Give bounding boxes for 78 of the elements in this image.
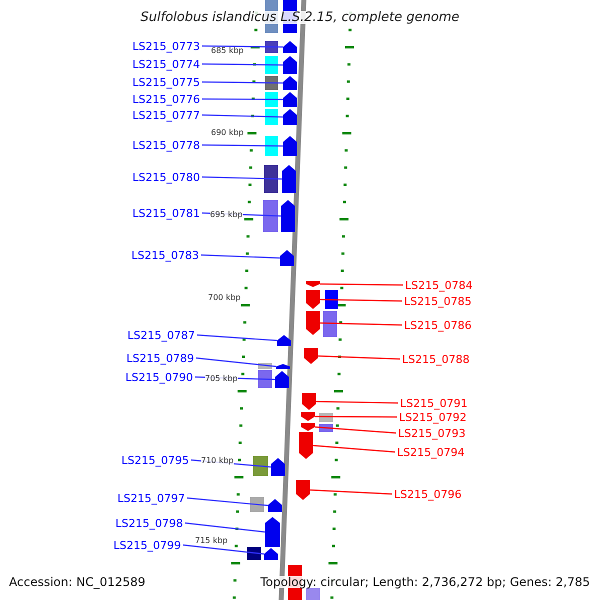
leader-line (202, 45, 283, 48)
footer-text: Topology: circular; Length: 2,736,272 bp; Genes: 2,785 (260, 576, 590, 588)
gene-label: LS215_0777 (132, 110, 200, 120)
scale-label: 690 kbp (211, 129, 244, 137)
leader-line (320, 283, 403, 286)
gene-label: LS215_0793 (398, 428, 466, 438)
leader-line (318, 355, 400, 360)
scale-label: 710 kbp (201, 457, 234, 465)
leader-line (184, 522, 266, 533)
leader-line (315, 416, 397, 418)
leader-line (202, 114, 284, 118)
gene-feature (281, 200, 295, 232)
gene-feature (275, 371, 289, 388)
gene-feature (283, 41, 297, 53)
gene-feature (296, 480, 310, 500)
gene-feature (283, 76, 297, 90)
gene-label: LS215_0775 (132, 76, 200, 88)
gene-label: LS215_0794 (397, 446, 465, 458)
leader-line (310, 489, 392, 495)
gene-label: LS215_0783 (131, 250, 199, 260)
leader-line (202, 81, 283, 84)
scale-label: 695 kbp (210, 211, 243, 219)
gene-feature (306, 290, 320, 309)
gene-label: LS215_0784 (405, 280, 473, 290)
leader-line (196, 357, 276, 368)
gene-feature (302, 393, 316, 410)
gene-feature (306, 281, 320, 287)
gene-feature (283, 109, 297, 125)
leader-line (314, 426, 396, 434)
gene-feature (280, 250, 294, 266)
gene-label: LS215_0773 (132, 40, 200, 52)
gene-label: LS215_0776 (132, 94, 200, 104)
gene-label: LS215_0788 (402, 354, 470, 364)
gene-feature (282, 165, 296, 193)
scale-label: 700 kbp (208, 294, 241, 302)
gene-label: LS215_0789 (126, 352, 194, 364)
gene-feature (283, 92, 297, 107)
title: Sulfolobus islandicus L.S.2.15, complete genome (140, 11, 460, 24)
gene-label: LS215_0778 (132, 140, 200, 150)
gene-feature (283, 136, 297, 156)
leader-line (202, 98, 283, 100)
gene-label: LS215_0797 (117, 492, 185, 504)
leader-line (316, 400, 398, 404)
gene-label: LS215_0792 (399, 412, 467, 422)
gene-feature (277, 335, 291, 346)
leader-line (202, 176, 282, 180)
gene-label: LS215_0798 (115, 518, 183, 528)
gene-feature (301, 412, 315, 421)
gene-label: LS215_0799 (113, 540, 181, 550)
gene-label: LS215_0780 (132, 172, 200, 182)
gene-label: LS215_0790 (125, 372, 193, 382)
leader-line (320, 322, 402, 326)
gene-label: LS215_0785 (404, 296, 472, 306)
scale-label: 685 kbp (211, 47, 244, 55)
gene-label: LS215_0781 (132, 208, 200, 218)
gene-label: LS215_0786 (404, 320, 472, 330)
footer-text: Accession: NC_012589 (9, 576, 146, 588)
gene-label: LS215_0796 (394, 488, 462, 500)
leader-line (320, 298, 402, 302)
leader-line (202, 144, 283, 147)
gene-feature (304, 348, 318, 364)
gene-feature (271, 458, 285, 476)
gene-feature (268, 499, 282, 512)
leader-line (202, 63, 283, 66)
leader-line (312, 444, 396, 453)
leader-line (186, 497, 268, 506)
scale-label: 715 kbp (195, 537, 228, 545)
gene-label: LS215_0795 (121, 454, 189, 466)
leader-line (196, 334, 278, 342)
gene-label: LS215_0791 (400, 398, 468, 408)
leader-line (200, 254, 280, 259)
gene-label: LS215_0774 (132, 58, 200, 70)
leader-line (182, 544, 264, 555)
scale-label: 705 kbp (205, 375, 238, 383)
gene-feature (306, 311, 320, 335)
gene-feature (283, 56, 297, 74)
gene-label: LS215_0787 (127, 330, 195, 340)
gene-feature (276, 364, 290, 369)
